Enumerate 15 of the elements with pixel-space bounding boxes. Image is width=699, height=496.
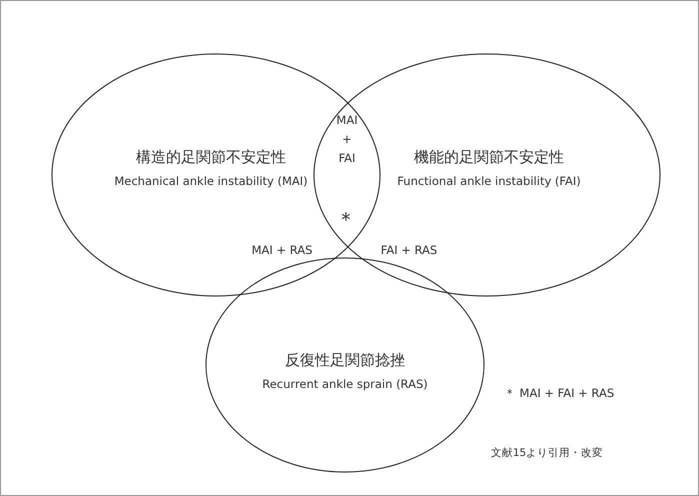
overlap-label: MAI + FAI: [335, 112, 359, 167]
venn-circle: [51, 53, 381, 297]
english-subtitle: Mechanical ankle instability (MAI): [114, 174, 308, 188]
venn-circle: [313, 53, 661, 297]
overlap-label: MAI + RAS: [252, 243, 312, 257]
english-subtitle: Functional ankle instability (FAI): [397, 174, 581, 188]
japanese-heading: 構造的足関節不安定性: [136, 148, 286, 167]
japanese-heading: 反復性足関節捻挫: [285, 351, 405, 370]
source-note: 文献15より引用・改変: [490, 446, 604, 460]
japanese-heading: 機能的足関節不安定性: [414, 148, 564, 167]
footnote: ＊ MAI + FAI + RAS: [504, 386, 614, 401]
venn-circle: [205, 257, 485, 473]
overlap-label: FAI + RAS: [380, 243, 438, 257]
asterisk-mark: ＊: [336, 206, 356, 233]
english-subtitle: Recurrent ankle sprain (RAS): [262, 377, 428, 391]
